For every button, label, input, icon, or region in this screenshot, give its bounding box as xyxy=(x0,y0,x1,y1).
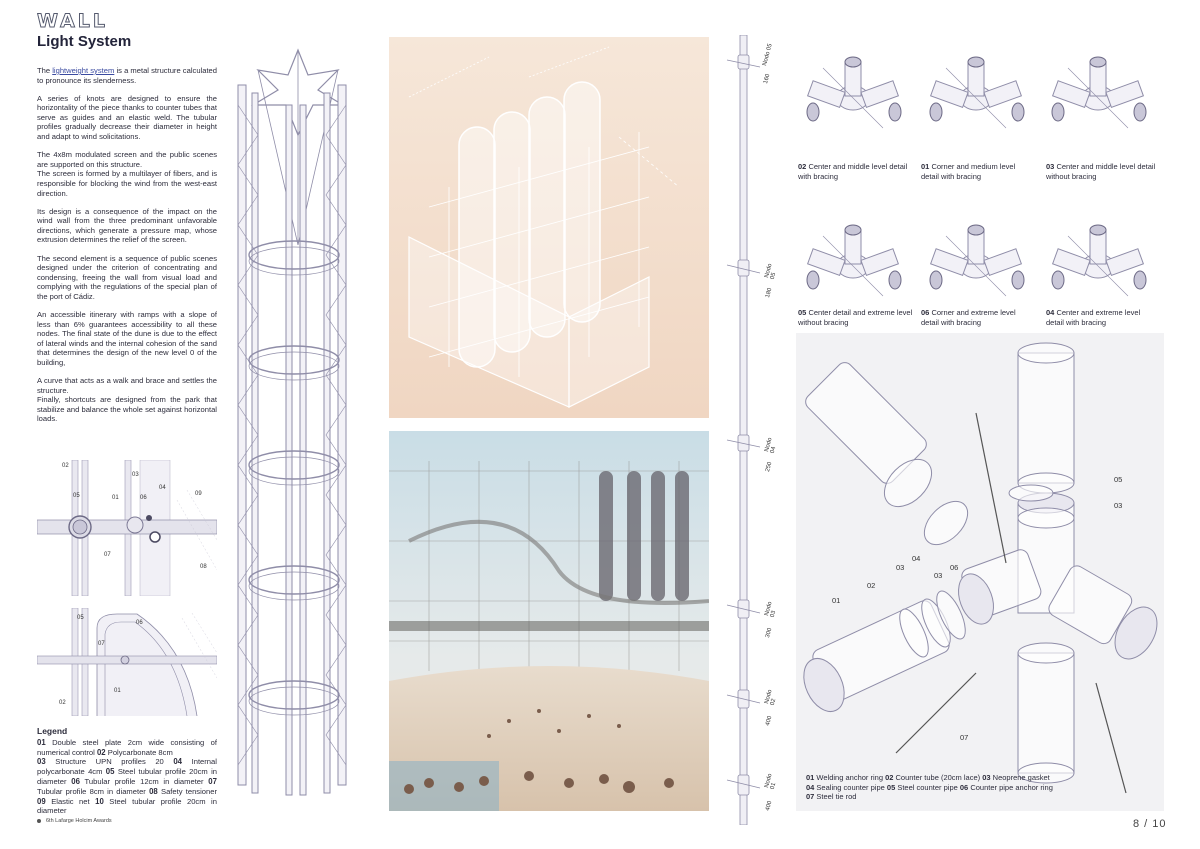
ex-label-01: 01 xyxy=(832,596,841,605)
detail-caption-03: 03 Center and middle level detail withou… xyxy=(1046,162,1156,181)
paragraph-7b: Finally, shortcuts are designed from the… xyxy=(37,395,217,424)
detail-caption-01: 01 Corner and medium level detail with b… xyxy=(921,162,1016,181)
db-label-06: 06 xyxy=(136,620,143,626)
dt-label-07: 07 xyxy=(104,552,111,558)
beach-perspective-render xyxy=(389,431,709,811)
plan-detail-top: 02 03 04 05 01 06 09 07 08 xyxy=(37,460,217,596)
paragraph-2: A series of knots are designed to ensure… xyxy=(37,93,217,142)
paragraph-5: The second element is a sequence of publ… xyxy=(37,253,217,301)
paragraph-4: Its design is a consequence of the impac… xyxy=(37,206,217,245)
node-details-grid: 02 Center and middle level detail with b… xyxy=(798,38,1168,328)
ex-label-06: 06 xyxy=(950,563,959,572)
dt-label-02: 02 xyxy=(62,463,69,469)
db-label-05: 05 xyxy=(77,615,84,621)
footer-award: 6th Lafarge Holcim Awards xyxy=(37,818,112,824)
db-label-01: 01 xyxy=(114,688,121,694)
db-label-02: 02 xyxy=(59,700,66,706)
detail-caption-04: 04 Center and extreme level detail with … xyxy=(1046,308,1141,327)
p1-rest: is a metal structure calculated to prono… xyxy=(37,66,218,85)
ex-label-02: 02 xyxy=(867,581,876,590)
ex-label-04: 04 xyxy=(912,554,921,563)
paragraph-7a: A curve that acts as a walk and brace an… xyxy=(37,376,217,395)
dt-label-03: 03 xyxy=(132,472,139,478)
lightweight-system-link[interactable]: lightweight system xyxy=(52,66,115,75)
exploded-node-detail: 05 03 04 03 03 06 02 01 07 01 Welding an… xyxy=(796,333,1164,811)
dt-label-08: 08 xyxy=(200,564,207,570)
ex-label-07: 07 xyxy=(960,733,969,742)
ex-label-03c: 03 xyxy=(934,571,943,580)
dt-label-09: 09 xyxy=(195,491,202,497)
page-number: 8 / 10 xyxy=(1133,818,1167,830)
bullet-icon xyxy=(37,818,41,823)
detail-caption-06: 06 Corner and extreme level detail with … xyxy=(921,308,1016,327)
plan-detail-bottom: 05 06 07 01 02 xyxy=(37,608,217,716)
dt-label-01: 01 xyxy=(112,495,119,501)
tower-axonometric xyxy=(228,45,368,815)
legend: Legend 01 Double steel plate 2cm wide co… xyxy=(37,726,217,816)
ex-label-03a: 03 xyxy=(1114,501,1123,510)
detail-caption-05: 05 Center detail and extreme level witho… xyxy=(798,308,913,327)
legend-body: 01 Double steel plate 2cm wide consistin… xyxy=(37,737,217,816)
node-column: Nodo 05 160 Nodo 05 180 Nodo 04 250 Nodo… xyxy=(725,35,785,825)
paragraph-3a: The 4x8m modulated screen and the public… xyxy=(37,150,217,169)
db-label-07: 07 xyxy=(98,641,105,647)
section-title: WALL xyxy=(36,10,109,33)
ex-label-03b: 03 xyxy=(896,563,905,572)
description-text: The lightweight system is a metal struct… xyxy=(37,66,217,433)
dt-label-06: 06 xyxy=(140,495,147,501)
paragraph-6: An accessible itinerary with ramps with … xyxy=(37,309,217,367)
legend-title: Legend xyxy=(37,726,68,736)
page-title: Light System xyxy=(37,33,132,50)
exploded-caption: 01 Welding anchor ring 02 Counter tube (… xyxy=(806,773,1053,801)
detail-caption-02: 02 Center and middle level detail with b… xyxy=(798,162,908,181)
dt-label-05: 05 xyxy=(73,493,80,499)
paragraph-3b: The screen is formed by a multilayer of … xyxy=(37,169,217,198)
dt-label-04: 04 xyxy=(159,485,166,491)
ex-label-05: 05 xyxy=(1114,475,1123,484)
screen-axonometric-render xyxy=(389,37,709,418)
p1-lead: The xyxy=(37,66,53,75)
